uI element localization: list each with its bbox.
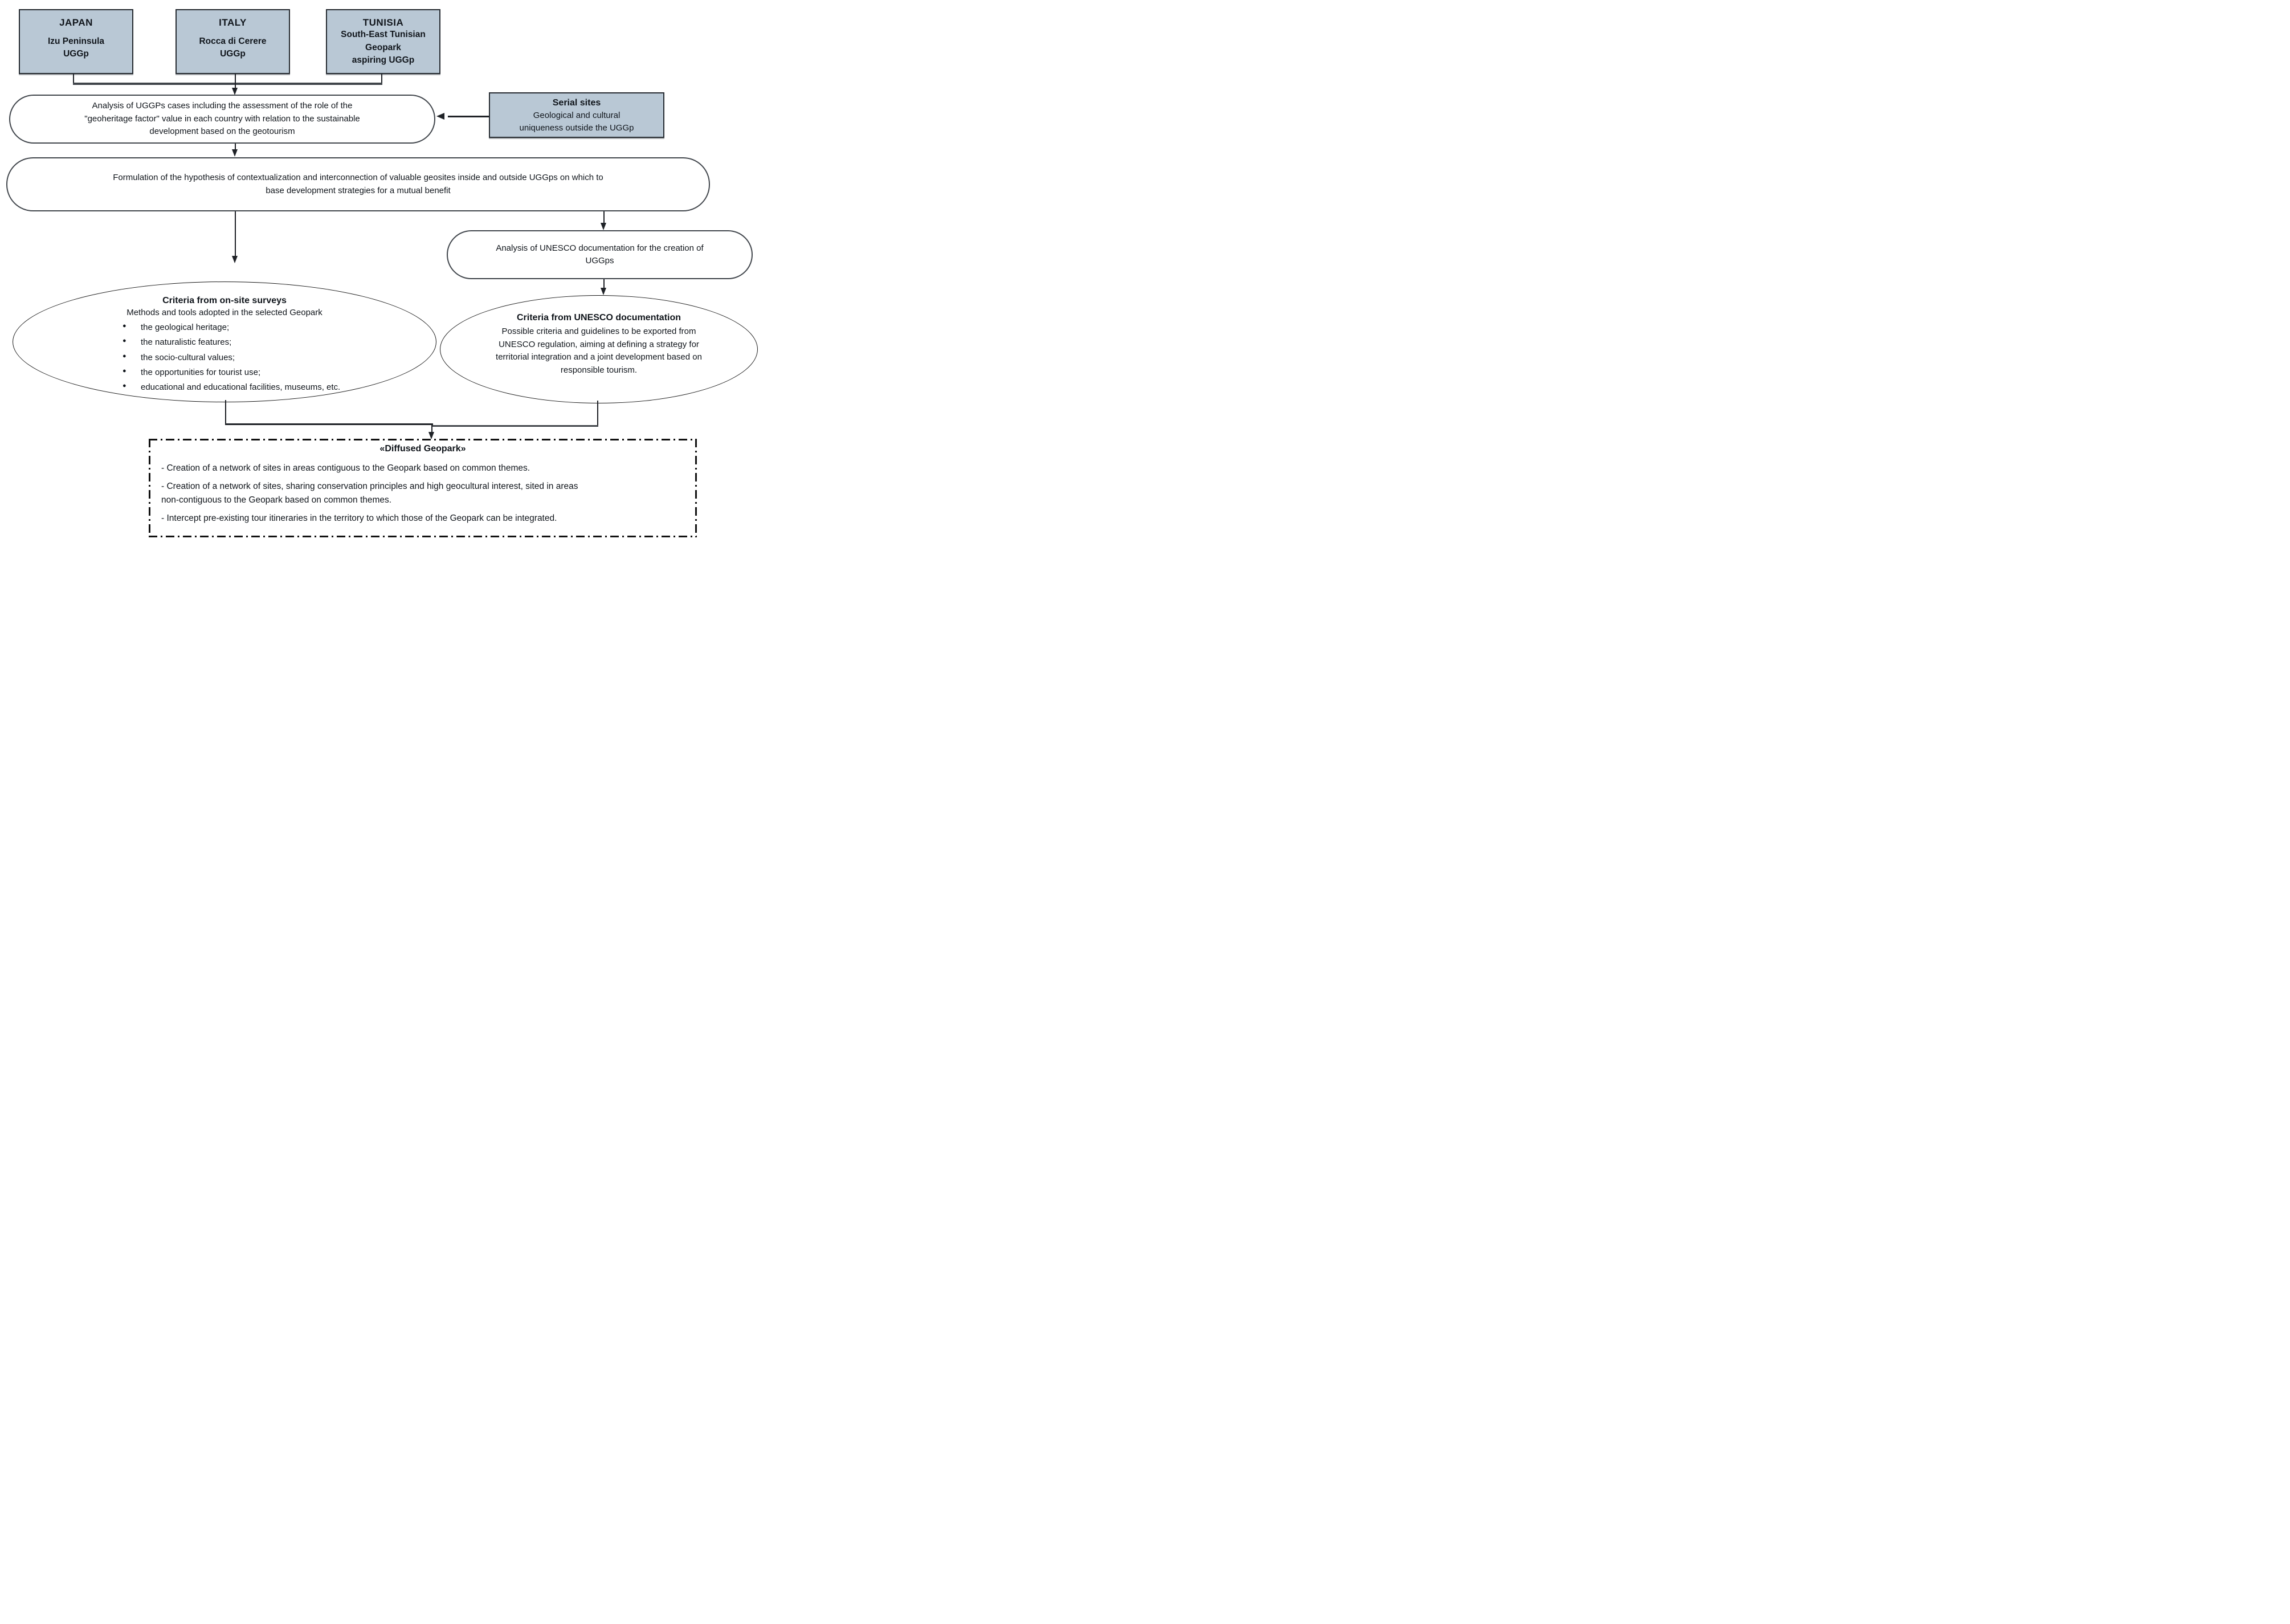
unesco-analysis-node: Analysis of UNESCO documentation for the… (447, 230, 753, 279)
onsite-criteria-subtitle: Methods and tools adopted in the selecte… (126, 308, 323, 317)
bullet-item: the opportunities for tourist use; (120, 366, 436, 378)
analysis-uggp-node: Analysis of UGGPs cases including the as… (9, 95, 435, 144)
arrow-head-to-unesco-analysis (601, 223, 606, 230)
connector-bottom-right-horizontal (432, 425, 598, 427)
country-box-japan: JAPAN Izu Peninsula UGGp (19, 9, 133, 74)
diffused-geopark-title: «Diffused Geopark» (379, 444, 466, 454)
connector-italy-down (235, 74, 236, 89)
diffused-geopark-item: - Creation of a network of sites, sharin… (161, 482, 578, 505)
bullet-item: the socio-cultural values; (120, 352, 436, 364)
onsite-criteria-ellipse: Criteria from on-site surveys Methods an… (13, 281, 436, 402)
arrow-head-to-formulation (232, 149, 238, 157)
serial-sites-body: Geological and cultural uniqueness outsi… (519, 111, 634, 133)
connector-formulation-left-down (235, 211, 236, 256)
country-box-italy: ITALY Rocca di Cerere UGGp (175, 9, 290, 74)
formulation-text: Formulation of the hypothesis of context… (113, 173, 603, 195)
connector-junction-down (431, 425, 432, 433)
arrow-head-to-analysis (232, 88, 238, 95)
flowchart-canvas: JAPAN Izu Peninsula UGGp ITALY Rocca di … (0, 0, 764, 541)
connector-onsite-down (225, 400, 226, 425)
site-label-italy: Rocca di Cerere UGGp (199, 36, 267, 59)
site-label-tunisia: South-East Tunisian Geopark aspiring UGG… (341, 30, 426, 66)
connector-formulation-right-down (603, 211, 605, 223)
connector-top-horizontal (73, 83, 382, 85)
country-label-italy: ITALY (219, 17, 247, 28)
arrow-head-to-diffused (428, 432, 434, 439)
unesco-criteria-title: Criteria from UNESCO documentation (516, 313, 681, 323)
unesco-criteria-body: Possible criteria and guidelines to be e… (496, 327, 702, 375)
diffused-geopark-item: - Creation of a network of sites in area… (161, 463, 530, 473)
unesco-analysis-text: Analysis of UNESCO documentation for the… (496, 243, 704, 266)
analysis-uggp-text: Analysis of UGGPs cases including the as… (84, 101, 360, 137)
bullet-item: educational and educational facilities, … (120, 381, 436, 393)
connector-unesco-analysis-down (603, 279, 605, 288)
connector-bottom-left-horizontal (225, 423, 433, 425)
arrow-head-to-onsite (232, 256, 238, 263)
country-label-japan: JAPAN (59, 17, 93, 28)
connector-unesco-down (597, 401, 598, 427)
country-box-tunisia: TUNISIA South-East Tunisian Geopark aspi… (326, 9, 440, 74)
onsite-criteria-title: Criteria from on-site surveys (162, 296, 287, 305)
serial-sites-title: Serial sites (552, 98, 601, 108)
country-label-tunisia: TUNISIA (362, 17, 404, 28)
formulation-node: Formulation of the hypothesis of context… (6, 157, 710, 211)
diffused-geopark-item: - Intercept pre-existing tour itinerarie… (161, 513, 557, 523)
arrow-head-to-unesco-criteria (601, 288, 606, 295)
diffused-geopark-box: «Diffused Geopark» - Creation of a netwo… (149, 439, 697, 537)
onsite-criteria-bullet-list: the geological heritage; the naturalisti… (120, 321, 436, 393)
connector-tunisia-down (381, 74, 382, 84)
arrow-head-serial-left (436, 113, 444, 120)
connector-serial-to-analysis (448, 116, 489, 117)
connector-japan-down (73, 74, 74, 84)
bullet-item: the naturalistic features; (120, 336, 436, 348)
diffused-geopark-items: - Creation of a network of sites in area… (161, 462, 684, 525)
bullet-item: the geological heritage; (120, 321, 436, 333)
connector-analysis-down (235, 144, 236, 150)
serial-sites-box: Serial sites Geological and cultural uni… (489, 92, 664, 138)
site-label-japan: Izu Peninsula UGGp (47, 36, 105, 59)
unesco-criteria-ellipse: Criteria from UNESCO documentation Possi… (440, 295, 758, 403)
